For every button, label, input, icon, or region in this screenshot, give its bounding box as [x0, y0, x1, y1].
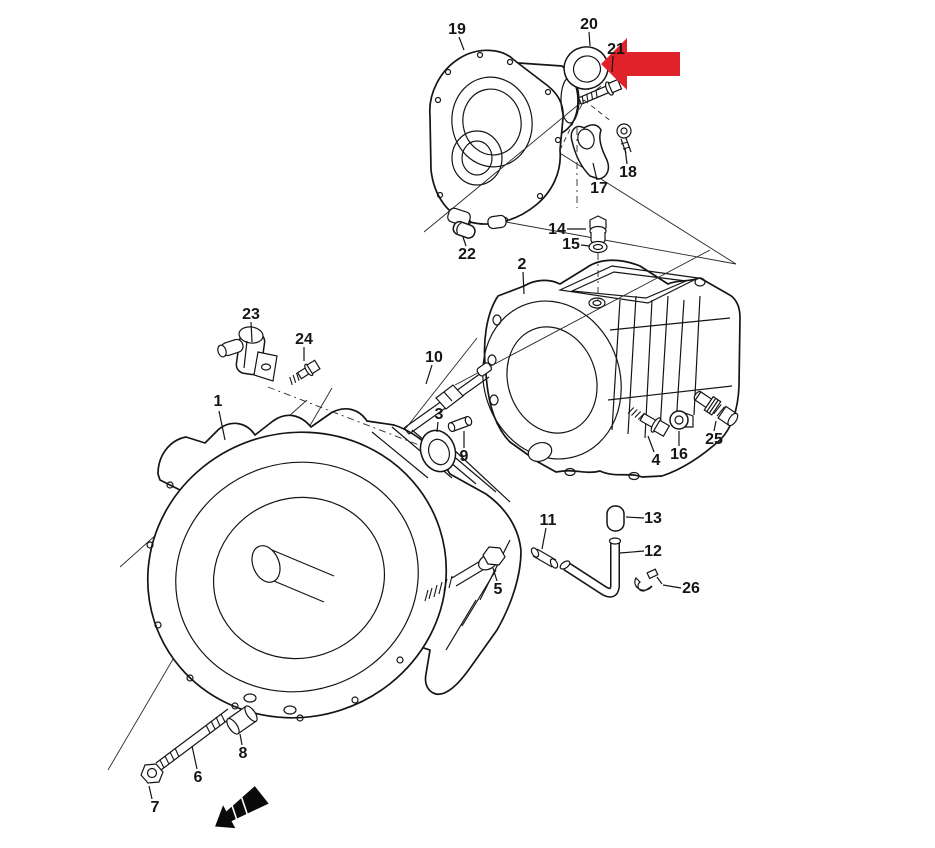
bracket-plane-dashes	[559, 99, 613, 208]
part-label-6: 6	[194, 769, 203, 786]
part-label-22: 22	[458, 246, 476, 263]
part-label-25: 25	[705, 431, 723, 448]
part-6-stud-drawing	[155, 708, 234, 771]
part-label-4: 4	[652, 452, 661, 469]
highlight-arrow-icon	[601, 38, 680, 90]
part-8-collar-drawing	[226, 705, 258, 735]
part-label-24: 24	[295, 331, 313, 348]
part-20-oil-seal-drawing	[563, 46, 609, 90]
part-1-bell-housing-drawing	[146, 408, 522, 722]
part-26-clamp-drawing	[634, 568, 663, 592]
part-9-pin-drawing	[447, 415, 473, 433]
part-label-10: 10	[425, 349, 443, 366]
part-label-11: 11	[540, 512, 557, 529]
part-label-23: 23	[242, 306, 260, 323]
part-label-26: 26	[682, 580, 700, 597]
leader-lines	[148, 31, 717, 800]
fwd-direction-arrow	[215, 786, 269, 829]
part-label-5: 5	[494, 581, 503, 598]
part-label-17: 17	[590, 180, 608, 197]
part-label-20: 20	[580, 16, 598, 33]
input-shaft-sleeve	[251, 545, 335, 603]
part-23-sensor-drawing	[217, 326, 278, 382]
part-label-21: 21	[607, 41, 625, 58]
part-21-bolt-drawing	[577, 78, 623, 106]
part-22-plug-drawing	[452, 220, 476, 239]
part-label-1: 1	[214, 393, 223, 410]
part-19-extension-case-drawing	[428, 49, 580, 230]
case-bosses	[487, 277, 706, 481]
part-label-16: 16	[670, 446, 688, 463]
part-label-13: 13	[644, 510, 662, 527]
part-3-oil-seal-drawing	[419, 429, 457, 473]
part-label-18: 18	[619, 164, 637, 181]
rim-bolt-holes	[146, 481, 404, 722]
part-15-gasket-drawing	[588, 240, 608, 254]
part-label-7: 7	[151, 799, 160, 816]
shaft-axis-line	[423, 85, 602, 233]
part-label-9: 9	[460, 448, 469, 465]
part-label-15: 15	[562, 236, 580, 253]
part-label-14: 14	[548, 221, 566, 238]
part-11-pipe-drawing	[530, 547, 559, 569]
part-17-hook-drawing	[570, 124, 610, 180]
part-14-plug-drawing	[589, 215, 607, 245]
case-ribs	[607, 295, 733, 439]
part-7-nut-drawing	[140, 763, 164, 784]
part-25-switch-drawing	[693, 390, 739, 427]
part-18-bolt-drawing	[616, 123, 632, 154]
part-5-bolt-drawing	[424, 546, 506, 602]
part-label-12: 12	[644, 543, 662, 560]
part-12-tube-drawing	[559, 537, 622, 598]
part-4-bolt-drawing	[627, 407, 671, 438]
part-label-8: 8	[239, 745, 248, 762]
part-16-plug-drawing	[669, 410, 694, 430]
bolt-thread	[424, 575, 453, 602]
sensor-axis-dashes	[267, 386, 433, 451]
part-number-labels: 1 2 3 4 5 6 7 8 9 10 11 12 13 14 15 16 1…	[151, 16, 723, 816]
part-label-3: 3	[435, 406, 444, 423]
part-13-cap-drawing	[606, 505, 625, 532]
part-10-shift-rail-drawing	[403, 362, 493, 435]
part-label-2: 2	[518, 256, 527, 273]
part-2-center-case-drawing	[482, 259, 741, 481]
part-24-bolt-drawing	[289, 359, 321, 386]
alignment-line	[454, 249, 711, 386]
part-label-19: 19	[448, 21, 466, 38]
